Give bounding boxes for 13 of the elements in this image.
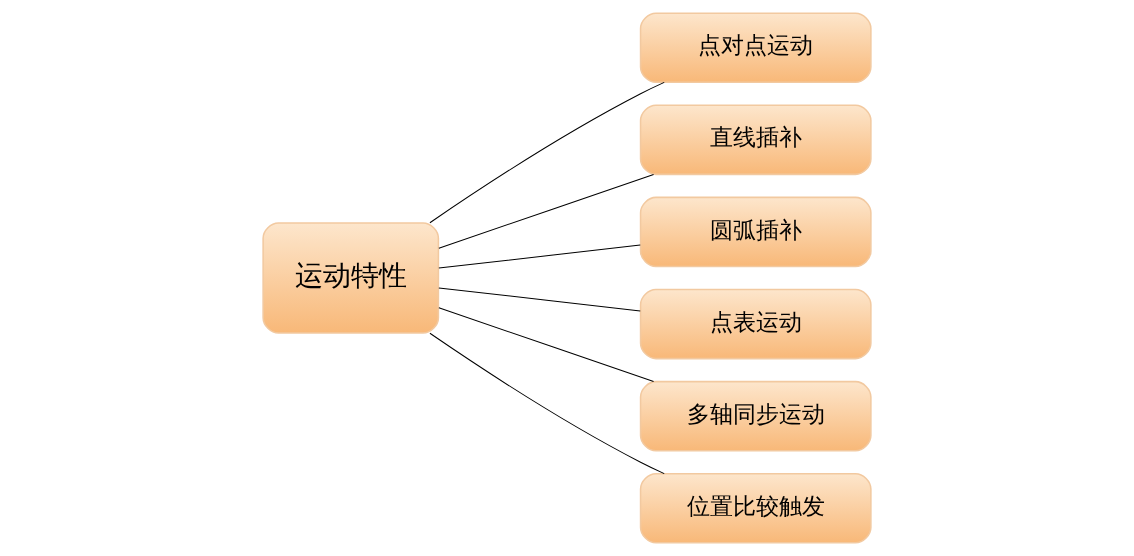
connector [429, 332, 665, 475]
connector [438, 287, 641, 312]
connector [438, 244, 641, 269]
node-box: 运动特性 [262, 222, 440, 334]
connector [438, 307, 655, 383]
node-box: 点对点运动 [639, 12, 872, 83]
node-box: 点表运动 [639, 288, 872, 360]
connector [429, 81, 665, 224]
node-box: 多轴同步运动 [639, 380, 872, 452]
node-box: 位置比较触发 [639, 473, 872, 544]
node-box: 圆弧插补 [639, 196, 872, 268]
connector [438, 173, 655, 249]
node-box: 直线插补 [639, 104, 872, 176]
